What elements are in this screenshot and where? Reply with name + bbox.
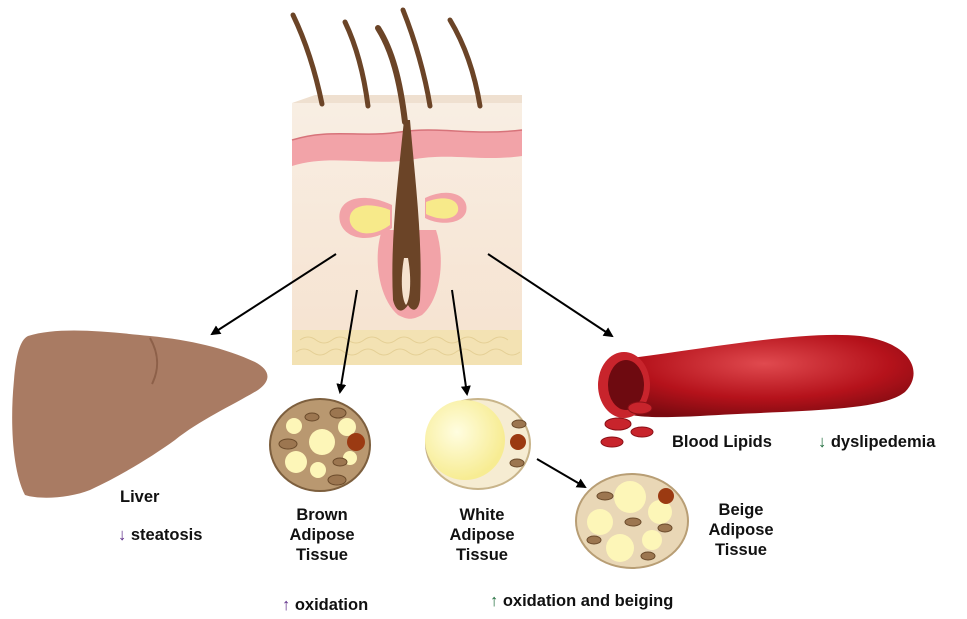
blood-lipids-effect: ↓ dyslipedemia <box>818 432 935 452</box>
white-effect-text: oxidation and beiging <box>503 592 674 610</box>
skin-top-edge <box>292 95 522 103</box>
beige-adipose-icon <box>576 474 688 568</box>
up-arrow-icon: ↑ <box>490 592 498 610</box>
white-label-line2: Adipose <box>432 525 532 545</box>
sebaceous-gland-right <box>426 198 458 218</box>
skin-section <box>292 10 522 365</box>
liver-icon <box>12 331 267 498</box>
fat-layer <box>292 330 522 365</box>
white-label-line3: Tissue <box>432 545 532 565</box>
up-arrow-icon: ↑ <box>282 596 290 614</box>
brown-adipose-icon <box>270 399 370 491</box>
brown-label-line1: Brown <box>272 505 372 525</box>
beige-adipose-label: Beige Adipose Tissue <box>696 500 786 560</box>
liver-effect-text: steatosis <box>131 526 203 544</box>
liver-label: Liver <box>120 487 159 507</box>
white-adipose-effect: ↑ oxidation and beiging <box>490 591 673 611</box>
brown-adipose-effect: ↑ oxidation <box>282 595 368 615</box>
down-arrow-icon: ↓ <box>818 433 826 451</box>
white-adipose-icon <box>425 399 530 489</box>
arrow-white-to-beige <box>537 459 585 487</box>
brown-label-line3: Tissue <box>272 545 372 565</box>
brown-effect-text: oxidation <box>295 596 368 614</box>
liver-effect: ↓ steatosis <box>118 525 202 545</box>
blood-effect-text: dyslipedemia <box>831 433 936 451</box>
beige-label-line2: Adipose <box>696 520 786 540</box>
blood-lipids-label: Blood Lipids <box>672 432 772 452</box>
brown-label-line2: Adipose <box>272 525 372 545</box>
beige-label-line1: Beige <box>696 500 786 520</box>
beige-label-line3: Tissue <box>696 540 786 560</box>
blood-vessel-icon <box>598 335 914 447</box>
white-label-line1: White <box>432 505 532 525</box>
down-arrow-icon: ↓ <box>118 526 126 544</box>
white-adipose-label: White Adipose Tissue <box>432 505 532 565</box>
brown-adipose-label: Brown Adipose Tissue <box>272 505 372 565</box>
